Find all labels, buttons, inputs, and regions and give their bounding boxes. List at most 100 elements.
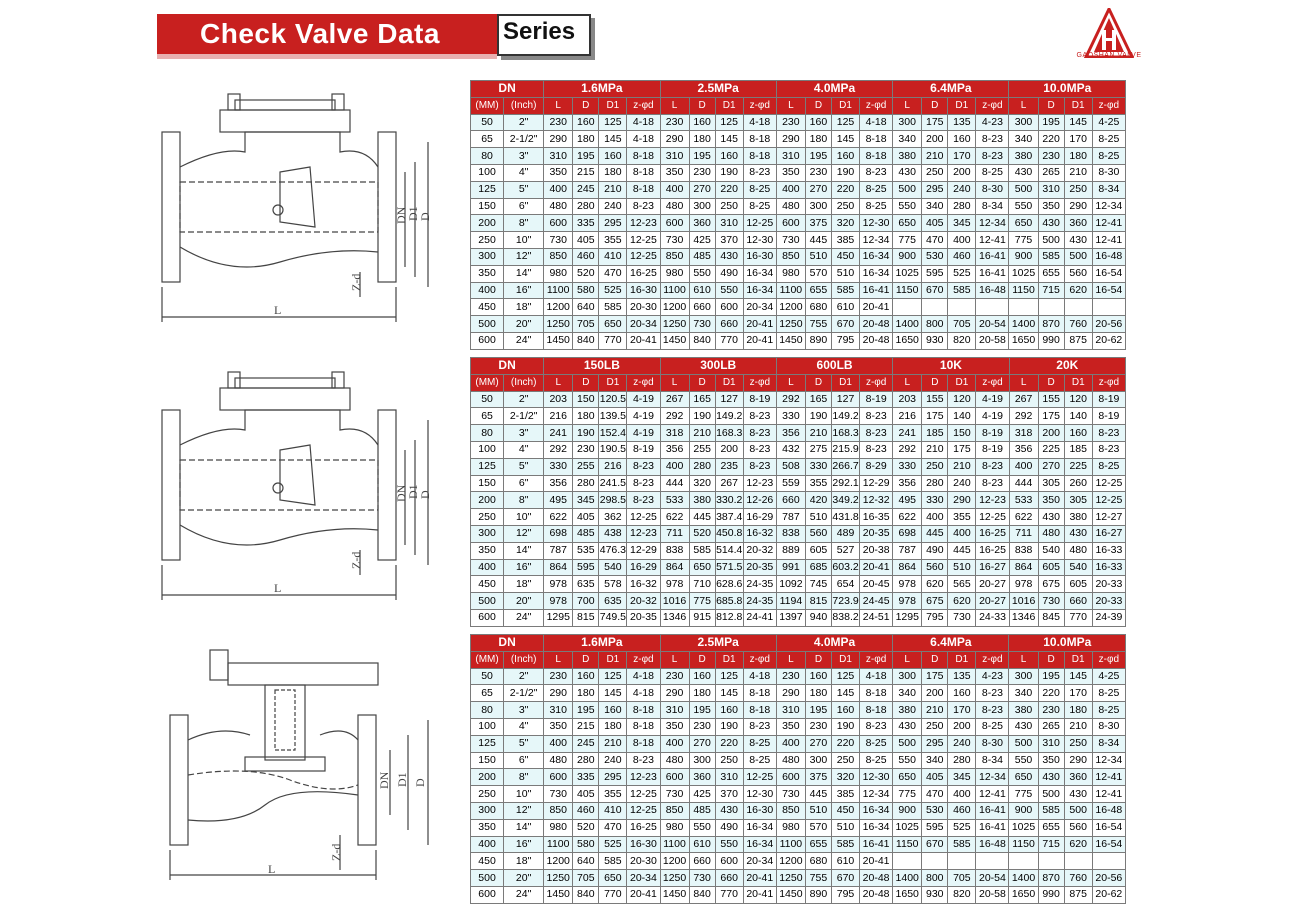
table-cell: 230 <box>659 667 690 686</box>
table-cell: 685 <box>804 558 833 577</box>
table-cell: 210 <box>921 440 949 459</box>
table-cell: 600 <box>659 768 690 787</box>
table-cell: 12-41 <box>1091 785 1127 803</box>
table-cell: 571.5 <box>714 558 744 577</box>
table-cell: 270 <box>804 734 832 753</box>
table-cell: 20-34 <box>742 852 777 871</box>
table-cell: 8-19 <box>1091 407 1127 426</box>
table-cell: 4-19 <box>626 424 661 442</box>
column-header: D1 <box>1063 650 1093 669</box>
table-cell: 20-34 <box>626 869 661 887</box>
table-cell: 160 <box>830 147 861 165</box>
dim-bolts-label: Z-d <box>329 844 343 861</box>
table-cell: 80 <box>469 147 505 165</box>
table-cell: 1400 <box>892 869 923 887</box>
table-cell: 8-23 <box>626 491 661 510</box>
table-cell: 640 <box>572 298 600 317</box>
table-cell: 8-18 <box>742 701 777 719</box>
table-cell: 20-48 <box>859 315 894 333</box>
table-cell: 622 <box>659 508 690 526</box>
page-title: Check Valve Data <box>200 18 440 49</box>
table-cell: 755 <box>804 315 832 333</box>
table-cell: 400 <box>543 180 574 199</box>
column-header: D <box>804 373 833 392</box>
table-cell <box>892 852 923 871</box>
table-cell: 12-34 <box>975 768 1010 787</box>
table-cell: 480 <box>1037 524 1065 543</box>
table-cell: 190.5 <box>598 440 628 459</box>
table-cell: 16-41 <box>975 818 1010 837</box>
table-cell: 500 <box>469 315 505 333</box>
table-cell: 270 <box>688 180 716 199</box>
table-cell: 65 <box>469 684 505 703</box>
table-cell: 275 <box>804 440 833 459</box>
table-cell: 405 <box>572 785 600 803</box>
table-cell: 550 <box>688 818 716 837</box>
table-cell: 980 <box>775 818 806 837</box>
table-cell: 8-23 <box>1091 440 1127 459</box>
table-cell: 875 <box>1063 331 1093 350</box>
table-cell: 8-23 <box>626 197 661 216</box>
table-cell: 430 <box>714 801 744 820</box>
table-cell: 4-18 <box>626 130 661 149</box>
table-cell: 267 <box>1008 390 1039 409</box>
table-cell: 12-25 <box>1091 491 1127 510</box>
table-cell: 476.3 <box>598 541 628 560</box>
table-cell: 470 <box>598 818 628 837</box>
table-cell: 5" <box>503 734 545 753</box>
column-header: z-φd <box>859 650 894 669</box>
table-cell: 310 <box>543 701 574 719</box>
table-cell: 250 <box>714 751 744 770</box>
table-cell: 850 <box>659 247 690 266</box>
table-cell: 216 <box>892 407 923 426</box>
table-cell: 500 <box>469 592 505 610</box>
table-cell: 4-25 <box>1091 113 1127 132</box>
table-cell: 210 <box>598 180 628 199</box>
table-cell: 160 <box>804 667 832 686</box>
table-cell: 195 <box>804 701 832 719</box>
table-cell: 155 <box>1037 390 1065 409</box>
table-cell: 8-18 <box>742 147 777 165</box>
table-cell: 210 <box>598 734 628 753</box>
table-cell: 330 <box>543 457 574 476</box>
table-cell: 622 <box>1008 508 1039 526</box>
table-cell: 12-41 <box>1091 768 1127 787</box>
dim-d1-label: D1 <box>406 484 420 499</box>
mm-header: (MM) <box>469 373 505 392</box>
table-cell: 430 <box>1037 214 1065 233</box>
table-cell: 350 <box>1037 751 1065 770</box>
table-cell: 410 <box>598 801 628 820</box>
table-cell: 175 <box>1037 407 1065 426</box>
table-cell: 840 <box>688 331 716 350</box>
table-cell: 190 <box>830 163 861 182</box>
table-cell: 8-18 <box>626 717 661 736</box>
table-cell: 600 <box>543 768 574 787</box>
inch-header: (Inch) <box>503 373 545 392</box>
table-cell: 210 <box>921 147 949 165</box>
table-cell: 290 <box>775 130 806 149</box>
table-cell: 711 <box>1008 524 1039 543</box>
table-cell: 356 <box>1008 440 1039 459</box>
table-cell: 195 <box>572 701 600 719</box>
table-cell: 660 <box>688 298 716 317</box>
table-cell: 200 <box>714 440 744 459</box>
table-cell: 812.8 <box>714 608 744 627</box>
table-cell <box>947 298 977 317</box>
table-cell: 356 <box>892 474 923 493</box>
table-cell: 350 <box>1037 197 1065 216</box>
table-cell: 220 <box>830 734 861 753</box>
table-cell: 16-41 <box>975 801 1010 820</box>
table-cell: 360 <box>1063 214 1093 233</box>
table-cell: 1194 <box>775 592 806 610</box>
table-cell: 292 <box>543 440 574 459</box>
table-cell: 12-29 <box>859 474 894 493</box>
table-cell: 125 <box>714 113 744 132</box>
table-cell: 12-41 <box>1091 231 1127 249</box>
table-cell: 125 <box>830 667 861 686</box>
column-header: D1 <box>714 373 744 392</box>
table-cell: 840 <box>572 331 600 350</box>
